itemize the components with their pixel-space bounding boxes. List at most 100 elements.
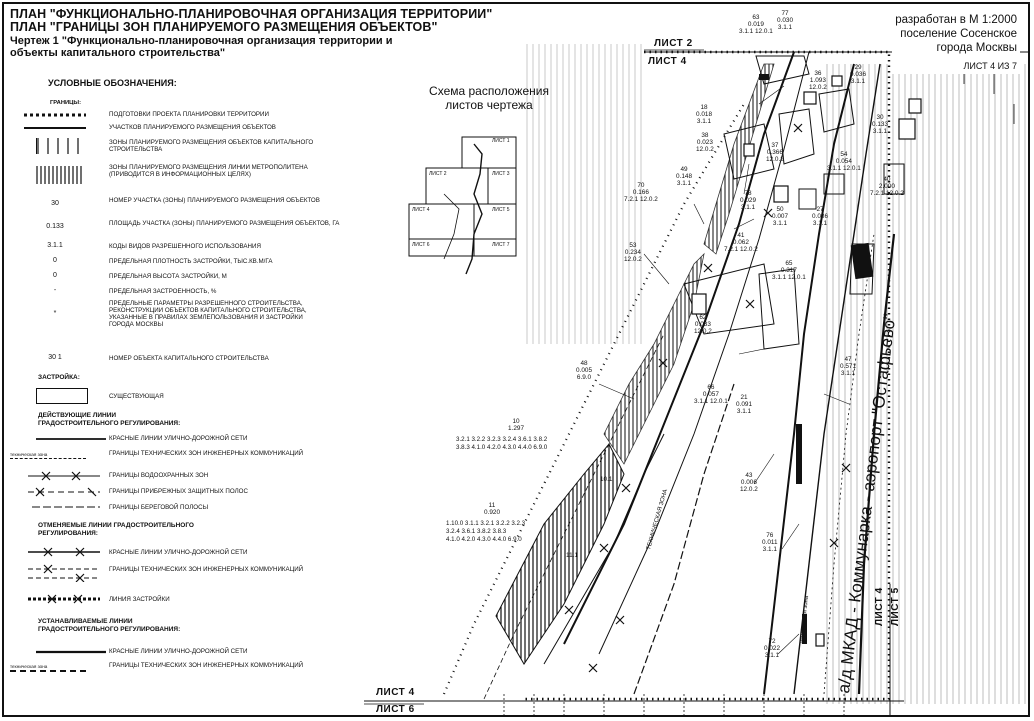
legend-item-label: ПРЕДЕЛЬНЫЕ ПАРАМЕТРЫ РАЗРЕШЕННОГО СТРОИТ…: [109, 300, 307, 328]
legend-item-label: ЛИНИЯ ЗАСТРОЙКИ: [109, 596, 170, 603]
existing-building-symbol: [36, 388, 88, 404]
legend-item-label: КРАСНЫЕ ЛИНИИ УЛИЧНО-ДОРОЖНОЙ СЕТИ: [109, 435, 248, 442]
legend-item-label: КОДЫ ВИДОВ РАЗРЕШЕННОГО ИСПОЛЬЗОВАНИЯ: [109, 243, 261, 250]
zone-metro-symbol: [36, 166, 84, 184]
legend-item-cancelled-building-line: ЛИНИЯ ЗАСТРОЙКИ: [10, 594, 350, 606]
usage-codes-symbol: 3.1.1: [47, 242, 63, 249]
legend-item-label: ПРЕДЕЛЬНАЯ ПЛОТНОСТЬ ЗАСТРОЙКИ, ТЫС.КВ.М…: [109, 258, 273, 265]
legend-item-plot-area: 0.133 ПЛОЩАДЬ УЧАСТКА (ЗОНЫ) ПЛАНИРУЕМОГ…: [10, 219, 350, 235]
legend-item-label: КРАСНЫЕ ЛИНИИ УЛИЧНО-ДОРОЖНОЙ СЕТИ: [109, 648, 248, 655]
scheme-title-line-2: листов чертежа: [445, 98, 533, 112]
plot-border-symbol: [24, 127, 86, 129]
buildings-heading: ЗАСТРОЙКА:: [38, 374, 80, 381]
legend: ПОДГОТОВКИ ПРОЕКТА ПЛАНИРОВКИ ТЕРРИТОРИИ…: [10, 4, 340, 715]
scale-text: разработан в М 1:2000: [895, 14, 1017, 26]
legend-item-label: СУЩЕСТВУЮЩАЯ: [109, 393, 164, 400]
legend-item-zone-capital: ЗОНЫ ПЛАНИРУЕМОГО РАЗМЕЩЕНИЯ ОБЪЕКТОВ КА…: [10, 138, 350, 156]
cancelled-lines-heading: ОТМЕНЯЕМЫЕ ЛИНИИ ГРАДОСТРОИТЕЛЬНОГО РЕГУ…: [38, 522, 194, 537]
legend-item-label: КРАСНЫЕ ЛИНИИ УЛИЧНО-ДОРОЖНОЙ СЕТИ: [109, 549, 248, 556]
legend-item-label: ГРАНИЦЫ ТЕХНИЧЕСКИХ ЗОН ИНЖЕНЕРНЫХ КОММУ…: [109, 566, 304, 573]
legend-item-object-number: 30 1 НОМЕР ОБЪЕКТА КАПИТАЛЬНОГО СТРОИТЕЛ…: [10, 353, 350, 365]
object-10-1: 10.1: [600, 476, 613, 483]
legend-item-existing-building: СУЩЕСТВУЮЩАЯ: [10, 388, 350, 404]
legend-item-planning-border: ПОДГОТОВКИ ПРОЕКТА ПЛАНИРОВКИ ТЕРРИТОРИИ: [10, 110, 350, 122]
sheet-layout-scheme: [408, 136, 517, 275]
legend-item-label: ГРАНИЦЫ ТЕХНИЧЕСКИХ ЗОН ИНЖЕНЕРНЫХ КОММУ…: [109, 662, 304, 669]
plot-area-symbol: 0.133: [46, 223, 64, 230]
legend-item-cancelled-tech-zones: ГРАНИЦЫ ТЕХНИЧЕСКИХ ЗОН ИНЖЕНЕРНЫХ КОММУ…: [10, 564, 350, 582]
legend-item-usage-codes: 3.1.1 КОДЫ ВИДОВ РАЗРЕШЕННОГО ИСПОЛЬЗОВА…: [10, 241, 350, 253]
legend-item-label: ПОДГОТОВКИ ПРОЕКТА ПЛАНИРОВКИ ТЕРРИТОРИИ: [109, 111, 269, 118]
legend-item-label: ЗОНЫ ПЛАНИРУЕМОГО РАЗМЕЩЕНИЯ ЛИНИИ МЕТРО…: [109, 164, 308, 178]
title-line-1: ПЛАН "ФУНКЦИОНАЛЬНО-ПЛАНИРОВОЧНАЯ ОРГАНИ…: [10, 7, 493, 21]
legend-item-plot-number: 30 НОМЕР УЧАСТКА (ЗОНЫ) ПЛАНИРУЕМОГО РАЗ…: [10, 196, 350, 212]
legend-item-label: ГРАНИЦЫ ПРИБРЕЖНЫХ ЗАЩИТНЫХ ПОЛОС: [109, 488, 248, 495]
legend-item-established-tech-zones: техническая зона ГРАНИЦЫ ТЕХНИЧЕСКИХ ЗОН…: [10, 662, 350, 676]
scheme-title-line-1: Схема расположения: [429, 84, 549, 98]
scheme-sheet-1: ЛИСТ 1: [492, 138, 510, 144]
legend-item-established-red-lines: КРАСНЫЕ ЛИНИИ УЛИЧНО-ДОРОЖНОЙ СЕТИ: [10, 647, 350, 659]
sheet-label-right-a: ЛИСТ 4: [874, 587, 885, 626]
scheme-sheet-5: ЛИСТ 5: [492, 207, 510, 213]
scheme-title: Схема расположения листов чертежа: [414, 84, 564, 112]
active-lines-heading: ДЕЙСТВУЮЩИЕ ЛИНИИ ГРАДОСТРОИТЕЛЬНОГО РЕГ…: [38, 412, 181, 427]
legend-item-coverage: - ПРЕДЕЛЬНАЯ ЗАСТРОЕННОСТЬ, %: [10, 286, 350, 298]
legend-item-label: ГРАНИЦЫ ТЕХНИЧЕСКИХ ЗОН ИНЖЕНЕРНЫХ КОММУ…: [109, 450, 304, 457]
tech-zone-symbol: техническая зона: [10, 452, 86, 459]
legend-item-label: УЧАСТКОВ ПЛАНИРУЕМОГО РАЗМЕЩЕНИЯ ОБЪЕКТО…: [109, 124, 276, 131]
zone-capital-symbol: [36, 138, 79, 154]
height-symbol: 0: [53, 272, 57, 279]
sheet-index: ЛИСТ 4 ИЗ 7: [963, 61, 1018, 71]
legend-item-water-zones: ГРАНИЦЫ ВОДООХРАННЫХ ЗОН: [10, 470, 350, 482]
density-symbol: 0: [53, 257, 57, 264]
legend-item-plot-border: УЧАСТКОВ ПЛАНИРУЕМОГО РАЗМЕЩЕНИЯ ОБЪЕКТО…: [10, 123, 350, 135]
legend-item-label: ГРАНИЦЫ БЕРЕГОВОЙ ПОЛОСЫ: [109, 504, 209, 511]
scheme-sheet-4: ЛИСТ 4: [412, 207, 430, 213]
scheme-sheet-3: ЛИСТ 3: [492, 171, 510, 177]
legend-item-shore-strips: ГРАНИЦЫ ПРИБРЕЖНЫХ ЗАЩИТНЫХ ПОЛОС: [10, 486, 350, 498]
object-number-symbol: 30 1: [48, 354, 62, 361]
scheme-sheet-6: ЛИСТ 6: [412, 242, 430, 248]
title-line-2: ПЛАН "ГРАНИЦЫ ЗОН ПЛАНИРУЕМОГО РАЗМЕЩЕНИ…: [10, 20, 438, 34]
coverage-symbol: -: [53, 287, 57, 294]
legend-item-params: * ПРЕДЕЛЬНЫЕ ПАРАМЕТРЫ РАЗРЕШЕННОГО СТРО…: [10, 300, 350, 346]
subtitle-line-2: объекты капитального строительства": [10, 47, 226, 59]
plot-number-symbol: 30: [51, 200, 59, 207]
sheet-label-top-a: ЛИСТ 2: [654, 38, 693, 49]
sheet-label-top-b: ЛИСТ 4: [648, 56, 687, 67]
legend-item-label: ПЛОЩАДЬ УЧАСТКА (ЗОНЫ) ПЛАНИРУЕМОГО РАЗМ…: [109, 220, 340, 227]
legend-item-cancelled-red-lines: КРАСНЫЕ ЛИНИИ УЛИЧНО-ДОРОЖНОЙ СЕТИ: [10, 547, 350, 559]
legend-item-label: НОМЕР УЧАСТКА (ЗОНЫ) ПЛАНИРУЕМОГО РАЗМЕЩ…: [109, 197, 320, 204]
object-11-1: 11.1: [566, 552, 578, 559]
drawing-title: ПЛАН "ФУНКЦИОНАЛЬНО-ПЛАНИРОВОЧНАЯ ОРГАНИ…: [10, 8, 492, 34]
legend-item-active-red-lines: КРАСНЫЕ ЛИНИИ УЛИЧНО-ДОРОЖНОЙ СЕТИ: [10, 434, 350, 446]
settlement-text: поселение Сосенское: [900, 28, 1017, 40]
legend-item-label: ПРЕДЕЛЬНАЯ ЗАСТРОЕННОСТЬ, %: [109, 288, 217, 295]
planning-border-symbol: [24, 113, 86, 117]
drawing-subtitle: Чертеж 1 "Функционально-планировочная ор…: [10, 35, 480, 59]
established-lines-heading: УСТАНАВЛИВАЕМЫЕ ЛИНИИ ГРАДОСТРОИТЕЛЬНОГО…: [38, 618, 181, 633]
legend-borders-heading: ГРАНИЦЫ:: [50, 100, 82, 106]
legend-item-shore-line: ГРАНИЦЫ БЕРЕГОВОЙ ПОЛОСЫ: [10, 502, 350, 514]
params-symbol: *: [53, 310, 57, 317]
city-text: города Москвы: [936, 42, 1017, 54]
